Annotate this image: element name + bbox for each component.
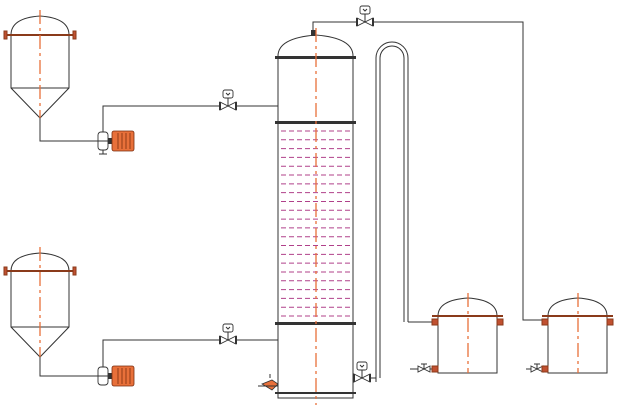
condenser-u-tube (375, 41, 409, 382)
column-top-nozzle (311, 30, 316, 36)
pipe-upper-tank-to-pump (39, 118, 98, 142)
pipe-lower-pump-to-column (102, 339, 278, 367)
flange (275, 392, 356, 394)
control-valve-overhead (356, 5, 374, 27)
hand-valve-left-drain (417, 363, 431, 373)
feed-tank-lower (3, 247, 77, 358)
feed-tank-upper (3, 10, 77, 119)
pipe-upper-pump-to-column (102, 105, 278, 132)
nozzle (431, 365, 439, 373)
nozzle (3, 266, 8, 276)
distillation-column (258, 28, 356, 405)
pipe-overhead (312, 21, 548, 321)
nozzle (541, 318, 549, 326)
nozzle (606, 318, 614, 326)
nozzle (496, 318, 504, 326)
receiver-tank-left (431, 293, 504, 374)
control-valve-lower-feed (219, 323, 237, 345)
receiver-tank-right (541, 293, 614, 374)
nozzle (3, 30, 8, 40)
feed-pump-lower (96, 365, 135, 387)
nozzle (72, 266, 77, 276)
nozzle (541, 365, 549, 373)
motor-icon (111, 130, 135, 152)
nozzle (431, 318, 439, 326)
feed-pump-upper (96, 130, 135, 155)
nozzle (72, 30, 77, 40)
hand-valve-right-drain (530, 363, 544, 373)
control-valve-upper-feed (219, 89, 237, 111)
pipe-lower-tank-to-pump (39, 357, 98, 377)
reboiler-fitting (258, 374, 279, 391)
motor-icon (111, 365, 135, 387)
control-valve-bottoms (353, 361, 371, 383)
